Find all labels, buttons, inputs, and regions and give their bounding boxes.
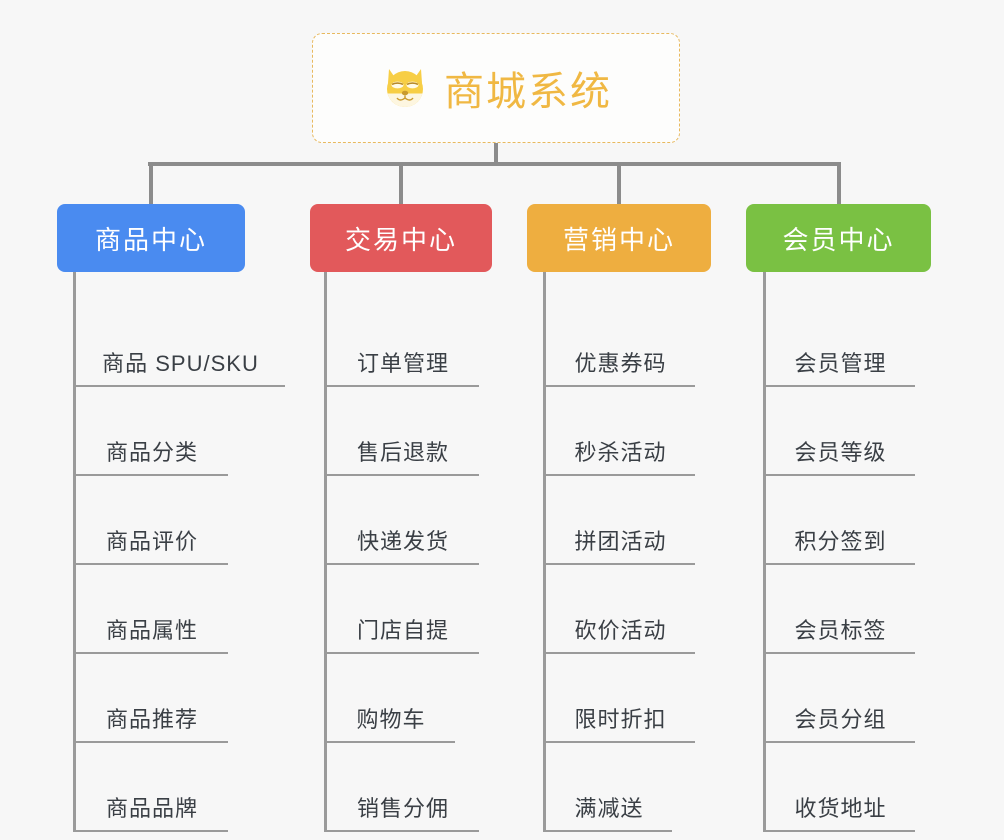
- leaf-item-label: 快递发货: [356, 529, 449, 554]
- leaf-item-underline: [324, 741, 455, 743]
- connector-drop-1: [149, 162, 153, 204]
- leaf-item-label: 收货地址: [794, 796, 887, 821]
- leaf-item[interactable]: 商品评价: [73, 476, 228, 565]
- leaf-item-label: 积分签到: [794, 529, 887, 554]
- leaf-item[interactable]: 会员分组: [763, 654, 915, 743]
- connector-drop-3: [617, 162, 621, 204]
- leaf-item[interactable]: 会员标签: [763, 565, 915, 654]
- leaf-trunk-line: [73, 272, 76, 832]
- leaf-item-label: 订单管理: [356, 351, 449, 376]
- leaf-item[interactable]: 快递发货: [324, 476, 479, 565]
- connector-root-stem: [494, 143, 498, 166]
- leaf-item-underline: [73, 563, 228, 565]
- root-node-mall-system[interactable]: 商城系统: [312, 33, 680, 143]
- leaf-item-label: 门店自提: [356, 618, 449, 643]
- leaf-item-underline: [543, 563, 695, 565]
- leaf-item-label: 商品评价: [105, 529, 198, 554]
- leaf-item-underline: [763, 741, 915, 743]
- leaf-item-underline: [763, 652, 915, 654]
- connector-drop-4: [837, 162, 841, 204]
- category-label: 商品中心: [94, 224, 207, 255]
- leaf-item[interactable]: 商品推荐: [73, 654, 228, 743]
- leaf-item[interactable]: 商品分类: [73, 387, 228, 476]
- connector-horizontal-bus: [148, 162, 839, 166]
- leaf-item-underline: [324, 563, 479, 565]
- leaf-trunk-line: [324, 272, 327, 832]
- leaf-item-underline: [763, 385, 915, 387]
- leaf-item[interactable]: 限时折扣: [543, 654, 695, 743]
- leaf-item-label: 会员分组: [794, 707, 887, 732]
- category-label: 营销中心: [562, 224, 675, 255]
- leaf-item-underline: [73, 741, 228, 743]
- leaf-item-underline: [73, 474, 228, 476]
- leaf-item[interactable]: 商品 SPU/SKU: [73, 298, 285, 387]
- leaf-trunk-line: [763, 272, 766, 832]
- leaf-item[interactable]: 销售分佣: [324, 743, 479, 832]
- leaf-item[interactable]: 订单管理: [324, 298, 479, 387]
- connector-drop-2: [399, 162, 403, 204]
- leaf-item[interactable]: 砍价活动: [543, 565, 695, 654]
- leaf-item-label: 购物车: [356, 707, 426, 732]
- leaf-item-label: 售后退款: [356, 440, 449, 465]
- category-label: 交易中心: [344, 224, 457, 255]
- leaf-item-label: 满减送: [574, 796, 644, 821]
- leaf-item-underline: [543, 741, 695, 743]
- leaf-item-underline: [543, 652, 695, 654]
- leaf-item[interactable]: 商品属性: [73, 565, 228, 654]
- leaf-item[interactable]: 收货地址: [763, 743, 915, 832]
- leaf-item-underline: [324, 474, 479, 476]
- category-box-1[interactable]: 商品中心: [57, 204, 245, 272]
- leaf-item-label: 会员等级: [794, 440, 887, 465]
- leaf-item[interactable]: 积分签到: [763, 476, 915, 565]
- leaf-item[interactable]: 售后退款: [324, 387, 479, 476]
- leaf-trunk-line: [543, 272, 546, 832]
- leaf-item-underline: [73, 385, 285, 387]
- leaf-item-underline: [324, 830, 479, 832]
- leaf-item-underline: [763, 830, 915, 832]
- leaf-item-underline: [763, 474, 915, 476]
- category-box-2[interactable]: 交易中心: [310, 204, 492, 272]
- root-title: 商城系统: [444, 70, 612, 114]
- leaf-item[interactable]: 门店自提: [324, 565, 479, 654]
- leaf-item-underline: [763, 563, 915, 565]
- leaf-item-label: 秒杀活动: [574, 440, 667, 465]
- category-label: 会员中心: [782, 224, 895, 255]
- shiba-dog-emoji: [380, 63, 430, 113]
- leaf-item-underline: [73, 830, 228, 832]
- leaf-item[interactable]: 商品品牌: [73, 743, 228, 832]
- category-box-4[interactable]: 会员中心: [746, 204, 931, 272]
- leaf-item-label: 销售分佣: [356, 796, 449, 821]
- leaf-item-label: 会员管理: [794, 351, 887, 376]
- leaf-item-underline: [543, 830, 672, 832]
- leaf-item-underline: [543, 385, 695, 387]
- leaf-item-label: 商品推荐: [105, 707, 198, 732]
- leaf-item-underline: [324, 385, 479, 387]
- leaf-item[interactable]: 购物车: [324, 654, 455, 743]
- leaf-item-label: 商品分类: [105, 440, 198, 465]
- leaf-item-label: 砍价活动: [574, 618, 667, 643]
- leaf-item[interactable]: 会员等级: [763, 387, 915, 476]
- leaf-item-label: 优惠券码: [574, 351, 667, 376]
- leaf-item[interactable]: 秒杀活动: [543, 387, 695, 476]
- category-box-3[interactable]: 营销中心: [527, 204, 711, 272]
- leaf-item-label: 拼团活动: [574, 529, 667, 554]
- leaf-item-underline: [324, 652, 479, 654]
- leaf-item[interactable]: 优惠券码: [543, 298, 695, 387]
- leaf-item-label: 商品 SPU/SKU: [102, 351, 259, 376]
- leaf-item-label: 限时折扣: [574, 707, 667, 732]
- leaf-item[interactable]: 拼团活动: [543, 476, 695, 565]
- leaf-item-underline: [73, 652, 228, 654]
- leaf-item-label: 商品品牌: [105, 796, 198, 821]
- leaf-item-label: 商品属性: [105, 618, 198, 643]
- leaf-item-underline: [543, 474, 695, 476]
- leaf-item-label: 会员标签: [794, 618, 887, 643]
- leaf-item[interactable]: 满减送: [543, 743, 672, 832]
- leaf-item[interactable]: 会员管理: [763, 298, 915, 387]
